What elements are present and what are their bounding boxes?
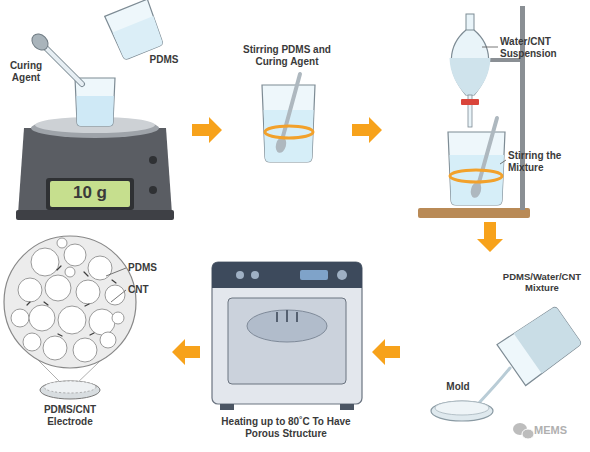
part-label: PDMS/CNT Electrode bbox=[22, 404, 118, 427]
part-label: Water/CNT Suspension bbox=[500, 36, 572, 59]
pouring-beaker bbox=[497, 304, 583, 385]
flow-arrow bbox=[372, 339, 400, 365]
process-step: Curing Agent PDMS 10 g bbox=[5, 0, 192, 225]
part-label: PDMS bbox=[144, 54, 184, 66]
stirring-beaker bbox=[262, 74, 315, 162]
flow-arrow bbox=[477, 222, 503, 252]
process-step: Water/CNT SuspensionStirring the Mixture bbox=[382, 0, 587, 222]
watermark-icon bbox=[513, 423, 534, 439]
pour-stream bbox=[478, 368, 510, 404]
watermark: MEMS bbox=[534, 424, 584, 437]
part-label: Mold bbox=[438, 381, 478, 393]
mixing-beaker bbox=[448, 118, 506, 205]
flow-arrow bbox=[352, 117, 382, 143]
part-label: CNT bbox=[128, 284, 170, 296]
step-label: Heating up to 80˚C To Have Porous Struct… bbox=[203, 416, 369, 439]
flow-arrow bbox=[192, 117, 222, 143]
flow-arrow bbox=[172, 339, 200, 365]
process-step: PDMS/Water/CNT MixtureMold bbox=[400, 252, 587, 452]
mold-dish bbox=[431, 401, 493, 421]
separatory-funnel bbox=[450, 14, 499, 127]
process-step: Heating up to 80˚C To Have Porous Struct… bbox=[200, 248, 372, 452]
oven bbox=[212, 262, 362, 410]
step-label: Stirring the Mixture bbox=[508, 150, 572, 173]
part-label: Curing Agent bbox=[2, 60, 50, 83]
weighing-scale bbox=[16, 117, 174, 220]
scale-reading: 10 g bbox=[50, 183, 130, 203]
pdms-beaker bbox=[105, 0, 166, 61]
step-label: Stirring PDMS and Curing Agent bbox=[232, 44, 342, 67]
part-label: PDMS bbox=[128, 262, 170, 274]
part-label: PDMS/Water/CNT Mixture bbox=[498, 272, 586, 294]
process-step: Stirring PDMS and Curing Agent bbox=[222, 40, 352, 175]
process-step: PDMS CNT PDMS/CNT Electrode bbox=[5, 225, 172, 452]
porous-electrode-zoom bbox=[4, 236, 136, 399]
